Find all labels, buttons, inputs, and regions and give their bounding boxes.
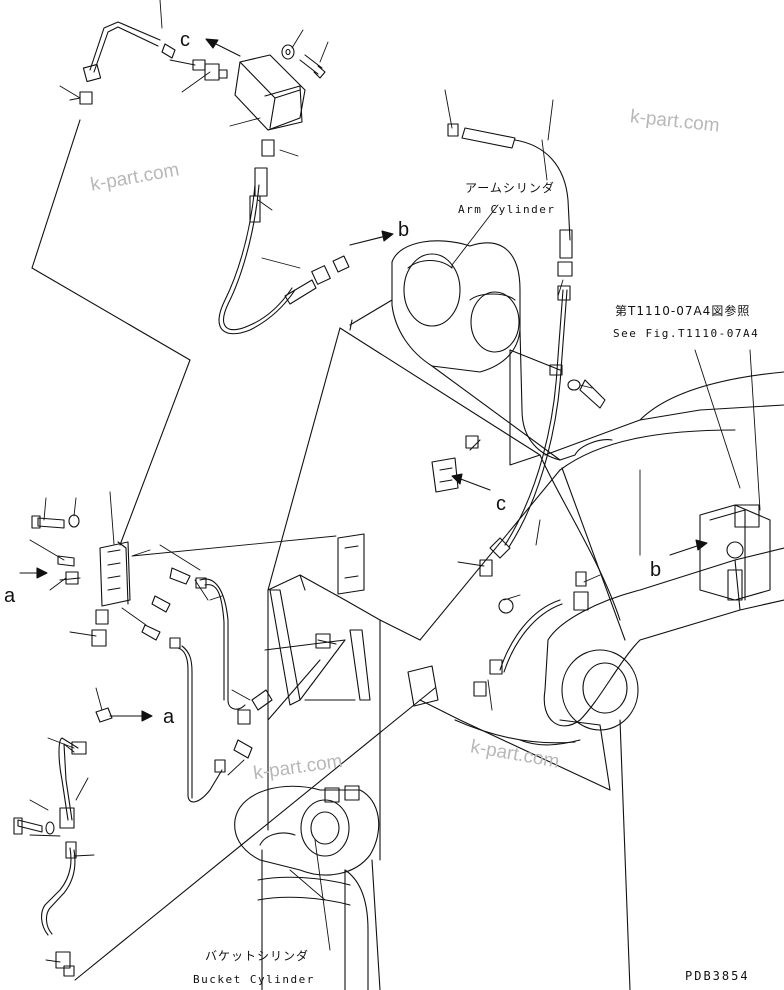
grease-lines [31, 21, 571, 981]
arm-cylinder-jp-label: アームシリンダ [465, 181, 555, 195]
callout-b-top: b [398, 219, 410, 241]
callout-a-left: a [4, 585, 16, 607]
see-fig-en-label: See Fig.T1110-07A4 [613, 327, 760, 340]
callout-c-mid: c [496, 493, 506, 515]
bucket-cylinder-jp-label: バケットシリンダ [205, 949, 310, 963]
callout-b-right: b [650, 559, 662, 581]
leader-lines [29, 0, 761, 963]
bucket-cylinder-en-label: Bucket Cylinder [193, 973, 315, 986]
see-fig-jp-label: 第T1110-07A4図参照 [615, 304, 751, 318]
arm-cylinder-en-label: Arm Cylinder [458, 203, 556, 216]
fittings [13, 43, 606, 977]
callout-a-mid: a [163, 706, 175, 728]
callout-arrows [19, 38, 708, 722]
callout-c-top: c [180, 29, 190, 51]
arm-structure [234, 240, 784, 990]
drawing-code: PDB3854 [685, 969, 750, 983]
